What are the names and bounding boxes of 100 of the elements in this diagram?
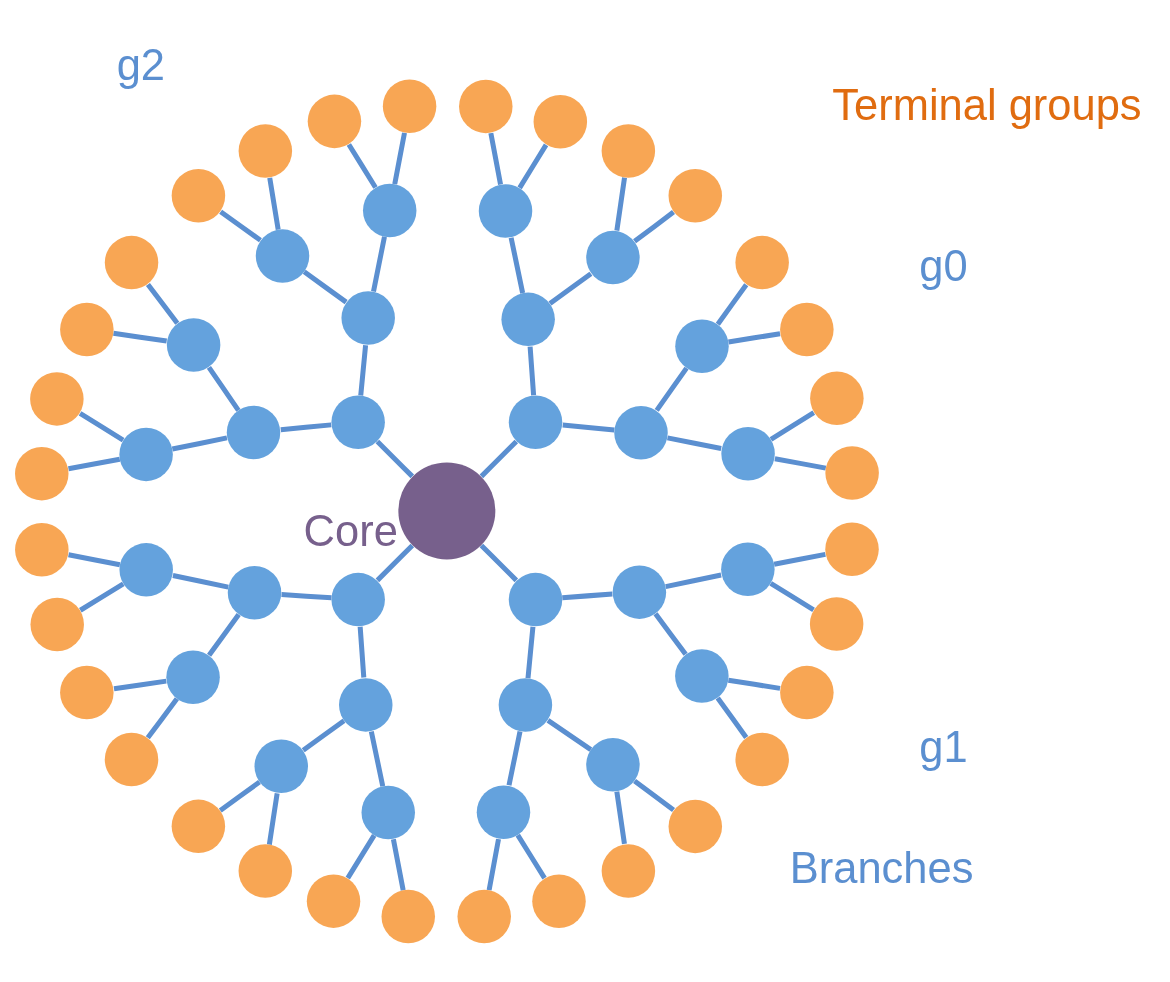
node-circle	[341, 291, 395, 345]
connector	[280, 422, 332, 433]
connector	[113, 330, 168, 344]
node-circle	[675, 649, 729, 703]
node-circle	[478, 184, 533, 238]
connector	[357, 626, 367, 678]
connector	[515, 833, 547, 880]
node-circle	[238, 844, 293, 898]
label: g0	[919, 241, 968, 290]
node-circle	[501, 292, 555, 347]
node-circle	[508, 395, 563, 449]
connector	[281, 591, 332, 601]
label: g1	[919, 723, 968, 772]
connector	[172, 573, 229, 590]
connector	[633, 210, 675, 244]
node-circle	[668, 169, 723, 223]
connector	[301, 718, 346, 753]
connector	[506, 731, 523, 786]
node-circle	[809, 597, 864, 651]
connector	[769, 581, 815, 612]
node-circle	[476, 785, 531, 839]
connector	[728, 331, 781, 345]
connector	[171, 435, 228, 452]
connector	[68, 456, 121, 472]
connector	[614, 177, 627, 232]
connector	[368, 731, 386, 787]
node-circle	[119, 427, 173, 482]
connector	[346, 143, 378, 189]
node-circle	[30, 372, 84, 426]
node-circle	[721, 426, 775, 481]
node-circle	[339, 678, 393, 732]
node-circle	[601, 844, 656, 898]
connector	[525, 626, 536, 679]
connector	[145, 282, 180, 325]
connector	[774, 456, 827, 471]
label: g2	[116, 41, 166, 90]
connector	[517, 143, 549, 190]
connector	[267, 177, 281, 230]
node-circle	[238, 124, 293, 178]
node-circle	[780, 665, 834, 720]
connector	[654, 366, 689, 412]
connector	[614, 791, 627, 845]
node-circle	[307, 94, 362, 149]
connector	[773, 551, 826, 567]
node-circle	[508, 572, 563, 627]
connector	[562, 422, 615, 433]
node-circle	[532, 874, 586, 928]
node-circle	[331, 572, 385, 627]
node-circle	[675, 319, 729, 373]
connector	[371, 236, 387, 292]
connector	[486, 838, 501, 891]
connector	[375, 543, 415, 583]
node-circle	[601, 124, 656, 178]
node-circle	[612, 565, 667, 619]
connector	[266, 792, 280, 845]
node-circle	[361, 785, 415, 840]
node-circle	[166, 650, 220, 704]
node-circle	[171, 799, 226, 854]
node-circle	[226, 405, 281, 460]
connector	[562, 591, 613, 601]
node-circle	[825, 522, 879, 576]
connector	[769, 410, 816, 442]
connector	[358, 344, 369, 396]
node-circle	[498, 678, 553, 732]
node-circle	[459, 79, 513, 134]
node-circle	[381, 889, 435, 944]
node-circle	[60, 665, 114, 720]
node-circle	[533, 94, 588, 149]
connector	[479, 543, 519, 583]
connector	[219, 209, 262, 243]
connector	[715, 283, 749, 326]
node-circle	[306, 874, 361, 928]
node-circle	[810, 371, 864, 426]
label: Branches	[789, 843, 974, 892]
connector	[392, 132, 407, 185]
connector	[527, 346, 537, 396]
connector	[508, 237, 526, 294]
connector	[548, 271, 593, 306]
node-circle	[668, 799, 723, 854]
label: Terminal groups	[832, 81, 1142, 130]
connector	[218, 780, 261, 813]
node-circle	[382, 79, 437, 133]
connector	[727, 677, 781, 691]
node-circle	[15, 522, 69, 577]
connector	[546, 718, 593, 752]
connector	[113, 678, 167, 692]
connector	[633, 778, 676, 813]
connector	[390, 838, 406, 891]
node-circle	[104, 732, 159, 787]
node-circle	[254, 739, 308, 793]
node-circle	[614, 405, 668, 460]
connector	[79, 581, 125, 613]
node-circle	[735, 732, 789, 787]
connector	[68, 552, 121, 568]
node-circle	[15, 446, 69, 501]
node-circle	[825, 446, 879, 500]
connector	[665, 572, 722, 590]
connector	[207, 612, 241, 657]
node-circle	[586, 230, 640, 285]
connector	[145, 697, 179, 740]
